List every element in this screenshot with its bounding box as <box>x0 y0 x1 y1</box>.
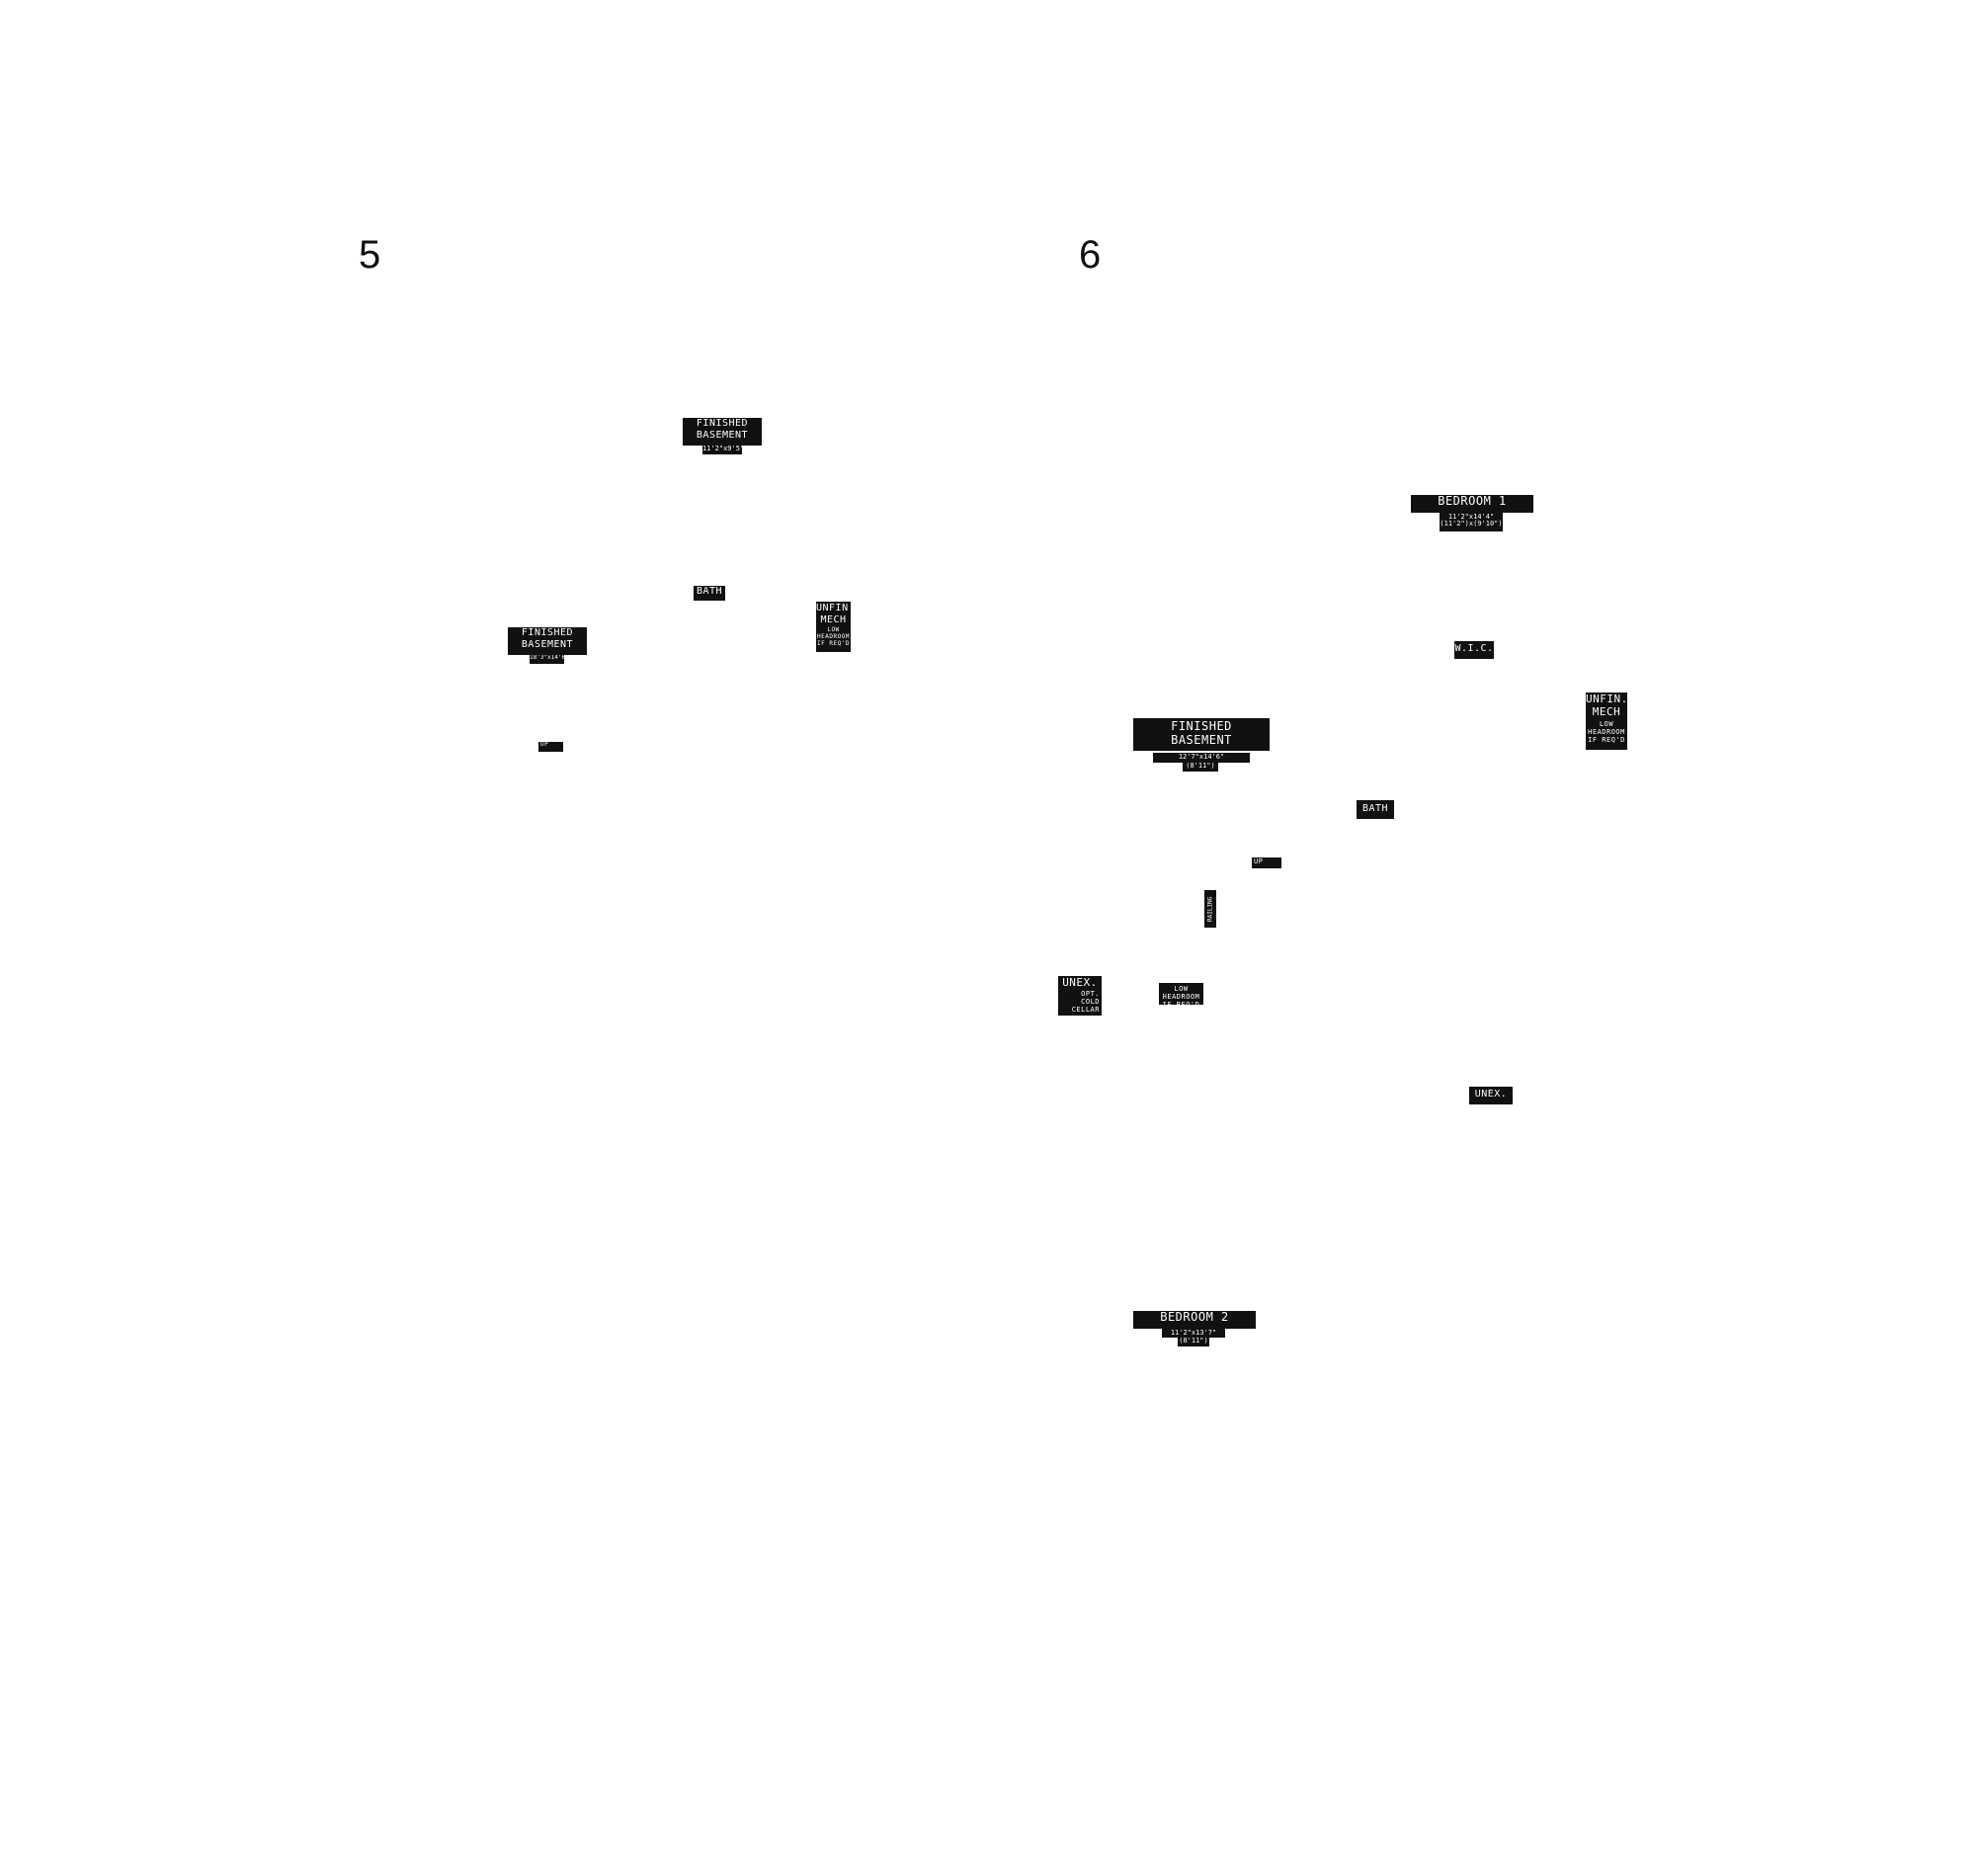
room-label-finished-basement: FINISHED BASEMENT <box>683 418 762 446</box>
room-note: OPT. COLD CELLAR <box>1071 989 1100 1014</box>
room-label-finished-basement: FINISHED BASEMENT <box>508 627 587 655</box>
room-label-bath: BATH <box>694 586 725 601</box>
room-label-bedroom-1: BEDROOM 1 <box>1411 495 1533 513</box>
room-note: LOW HEADROOM IF REQ'D <box>817 626 850 647</box>
plan-number-6: 6 <box>1079 233 1102 277</box>
room-dimensions-secondary: (8'11") <box>1183 763 1218 772</box>
label-railing: RAILING <box>1204 890 1216 928</box>
room-dimensions: 11'2"x14'4" (11'2")x(9'10") <box>1440 513 1503 531</box>
room-note: LOW HEADROOM IF REQ'D <box>1588 720 1625 745</box>
room-label-unex-cold-cellar: UNEX. OPT. COLD CELLAR <box>1058 976 1102 1016</box>
room-dimensions: 11'2"x9'5" <box>702 446 742 454</box>
room-dimensions-secondary: (8'11") <box>1178 1338 1209 1346</box>
room-dimensions: 18'3"x14'6" <box>530 655 564 664</box>
plan-number-5: 5 <box>359 233 381 277</box>
room-label-wic: W.I.C. <box>1454 641 1494 659</box>
room-label-unfin-mech: UNFIN. MECH LOW HEADROOM IF REQ'D <box>816 602 851 652</box>
room-name: UNEX. <box>1062 976 1098 989</box>
room-label-bedroom-2: BEDROOM 2 <box>1133 1311 1256 1329</box>
label-low-headroom: LOW HEADROOM IF REQ'D <box>1159 983 1203 1005</box>
room-dimensions: 12'7"x14'6" <box>1153 753 1250 763</box>
room-dimensions: 11'2"x13'7" <box>1162 1329 1225 1338</box>
room-name: UNFIN. MECH <box>1586 693 1627 718</box>
room-label-unfin-mech: UNFIN. MECH LOW HEADROOM IF REQ'D <box>1586 693 1627 750</box>
room-label-bath: BATH <box>1357 800 1394 819</box>
room-label-finished-basement: FINISHED BASEMENT <box>1133 718 1270 751</box>
room-name: UNFIN. MECH <box>816 603 851 625</box>
stair-label-up: UP <box>1252 857 1281 868</box>
stair-label-up: UP <box>538 742 563 752</box>
room-label-unex: UNEX. <box>1469 1087 1513 1104</box>
